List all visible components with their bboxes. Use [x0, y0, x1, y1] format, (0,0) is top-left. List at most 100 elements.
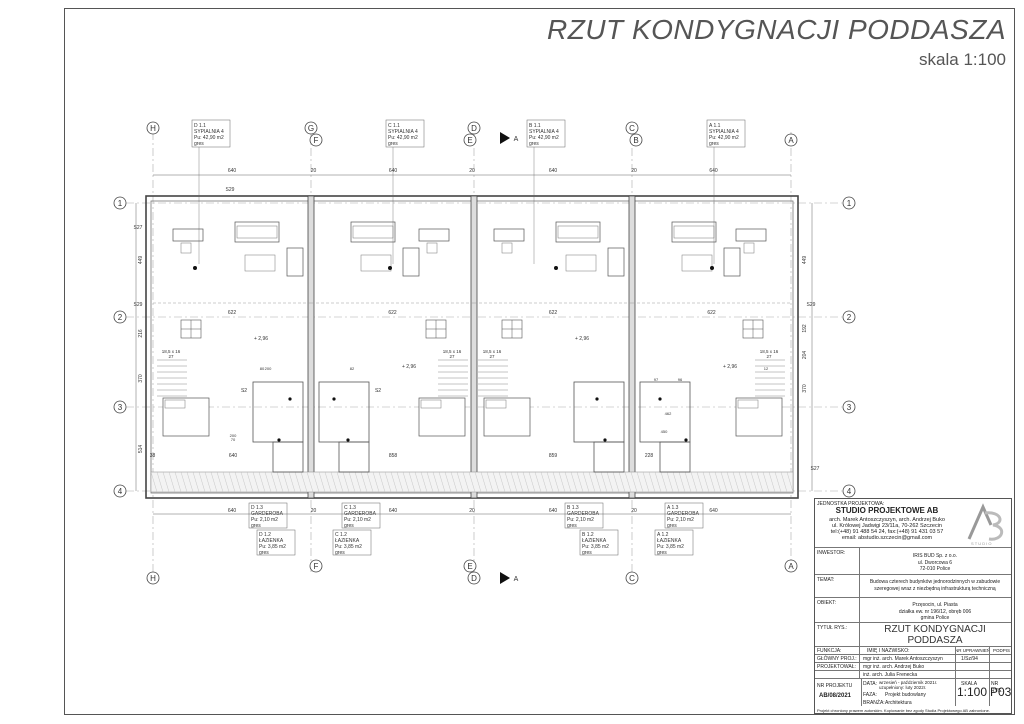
- hatch-line: [714, 471, 722, 493]
- hatch-line: [480, 471, 488, 493]
- topic-value: Budowa czterech budynków jednorodzinnych…: [869, 579, 1001, 592]
- dimension-bottom: 640: [228, 508, 237, 514]
- room-floor: gres: [251, 523, 261, 529]
- dimension-small: 70: [231, 437, 236, 442]
- copyright-footer: Projekt chroniony prawem autorskim. Kopi…: [817, 708, 990, 713]
- hatch-line: [606, 471, 614, 493]
- room-code: A 1.3: [667, 505, 679, 511]
- axis-bubble: [842, 484, 856, 498]
- wall-tag: S27: [134, 225, 143, 231]
- hatch-line: [156, 471, 164, 493]
- dimension-mid: 622: [707, 310, 716, 316]
- topic-label: TEMAT:: [817, 577, 835, 583]
- team-row-2: PROJEKTOWAŁ: mgr inż. arch. Andrzej Buko: [815, 662, 1011, 670]
- axis-bubble: [146, 121, 160, 135]
- studio-name: STUDIO PROJEKTOWE AB: [835, 506, 939, 515]
- axis-label-h: H: [150, 124, 156, 133]
- axis-label-bottom: H: [150, 574, 156, 583]
- room-name: ŁAZIENKA: [335, 538, 360, 544]
- dimension-top: 640: [709, 168, 718, 174]
- hatch-line: [516, 471, 524, 493]
- room-code: B 1.1: [529, 123, 541, 129]
- room-tag-box: [256, 529, 296, 556]
- room-floor: gres: [344, 523, 354, 529]
- coffee-table: [244, 254, 276, 272]
- desk: [493, 228, 525, 242]
- hatch-line: [636, 471, 644, 493]
- hatch-line: [324, 471, 332, 493]
- dimension-bottom: 20: [469, 508, 475, 514]
- axis-bubble: [842, 310, 856, 324]
- dimension-left: 216: [138, 329, 144, 338]
- hatch-line: [564, 471, 572, 493]
- hatch-line: [450, 471, 458, 493]
- hatch-line: [552, 471, 560, 493]
- dimension-segment: 228: [645, 453, 654, 459]
- room-name: ŁAZIENKA: [657, 538, 682, 544]
- room-area: Pu: 3,85 m2: [582, 544, 609, 550]
- hatch-line: [570, 471, 578, 493]
- hatch-line: [786, 471, 794, 493]
- room-code: C 1.3: [344, 505, 356, 511]
- team-row-1: GŁÓWNY PROJ.: mgr inż. arch. Marek Antos…: [815, 654, 1011, 662]
- room-area: Pu: 42,90 m2: [388, 135, 418, 141]
- hatch-line: [486, 471, 494, 493]
- hatch-line: [276, 471, 284, 493]
- col-function: FUNKCJA:: [817, 648, 842, 654]
- object-value: Przęsocin, ul. Piasta działka ew. nr 196…: [898, 602, 972, 621]
- armchair: [723, 247, 741, 277]
- hatch-line: [420, 471, 428, 493]
- party-wall: [628, 195, 636, 499]
- wall-tag: S2: [375, 388, 381, 394]
- hatch-line: [414, 471, 422, 493]
- hatch-line: [630, 471, 638, 493]
- stairs-dim: 18,5 x 16: [760, 349, 779, 354]
- room-marker: [332, 397, 336, 401]
- room-tag-box: [341, 502, 381, 529]
- project-no-label: NR PROJEKTU: [817, 683, 853, 689]
- desk-chair: [426, 242, 438, 254]
- room-floor: gres: [259, 550, 269, 556]
- dimension-left: 514: [138, 445, 144, 454]
- axis-label-bottom: A: [788, 562, 794, 571]
- room-area: Pu: 42,90 m2: [709, 135, 739, 141]
- hatch-line: [444, 471, 452, 493]
- desk: [418, 228, 450, 242]
- hatch-line: [174, 471, 182, 493]
- room-marker: [277, 438, 281, 442]
- hatch-line: [384, 471, 392, 493]
- axis-number-2: 2: [118, 313, 123, 322]
- hatch-line: [492, 471, 500, 493]
- hatch-line: [318, 471, 326, 493]
- hatch-line: [312, 471, 320, 493]
- level-marker: + 2,96: [575, 336, 589, 342]
- hatch-line: [336, 471, 344, 493]
- investor-value: IRIS BUD Sp. z o.o. ul. Dworcowa 6 72-01…: [912, 553, 958, 572]
- hatch-line: [372, 471, 380, 493]
- room-code: D 1.2: [259, 532, 271, 538]
- wardrobe-wall: [338, 441, 370, 473]
- section-mark: A: [514, 576, 519, 583]
- hatch-line: [774, 471, 782, 493]
- dimension-segment: 38: [150, 453, 156, 459]
- hatch-line: [654, 471, 662, 493]
- room-area: Pu: 2,10 m2: [251, 517, 278, 523]
- section-arrow: [500, 132, 510, 144]
- date-value: wrzesień - październik 2021r. uzupełnion…: [879, 680, 938, 690]
- wall-tag: S29: [807, 302, 816, 308]
- dimension-bottom: 20: [311, 508, 317, 514]
- axis-bubble: [784, 559, 798, 573]
- hatch-line: [678, 471, 686, 493]
- hatch-line: [600, 471, 608, 493]
- sofa-seat: [557, 225, 599, 239]
- hatch-line: [612, 471, 620, 493]
- room-marker: [684, 438, 688, 442]
- hatch-line: [750, 471, 758, 493]
- dimension-small: 200: [265, 366, 272, 371]
- hatch-line: [756, 471, 764, 493]
- role-1: GŁÓWNY PROJ.:: [817, 656, 857, 662]
- team-header-row: FUNKCJA: IMIĘ I NAZWISKO: NR UPRAWNIEŃ P…: [815, 646, 1011, 654]
- scale-value: 1:100: [957, 685, 988, 699]
- studio-email: email: abstudio.szczecin@gmail.com: [841, 535, 933, 541]
- room-floor: gres: [194, 141, 204, 147]
